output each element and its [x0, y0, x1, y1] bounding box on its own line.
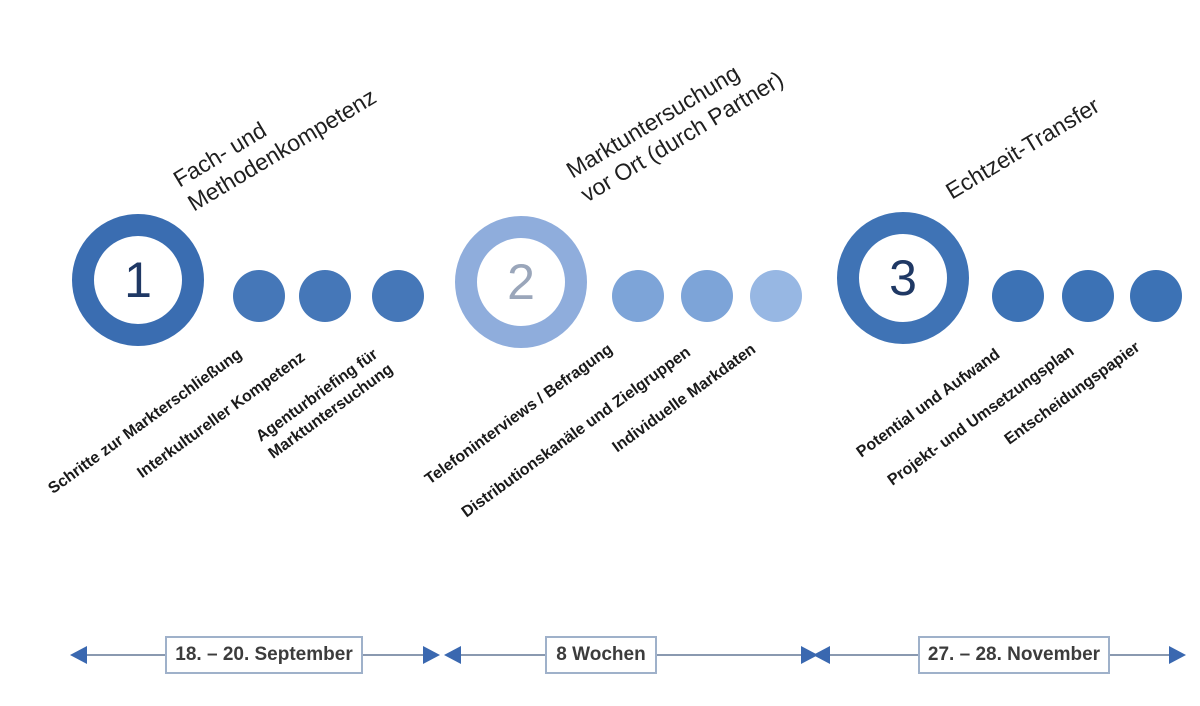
- phase-2-dot: [681, 270, 733, 322]
- phase-1-title: Fach- und Methodenkompetenz: [168, 58, 381, 217]
- phase-2-number: 2: [507, 254, 535, 310]
- timeline-date-box-2: 8 Wochen: [545, 636, 657, 674]
- timeline-segment-2: 8 Wochen: [444, 636, 818, 676]
- phase-1-dot: [233, 270, 285, 322]
- phase-3-number: 3: [889, 250, 917, 306]
- phase-1-deliverable-3: Agenturbriefing für Marktuntersuchung: [252, 343, 397, 464]
- arrowhead-left-icon: [70, 646, 87, 664]
- phase-1-number: 1: [124, 252, 152, 308]
- phase-3-ring: 3: [837, 212, 969, 344]
- timeline-segment-1: 18. – 20. September: [70, 636, 440, 676]
- phase-2-dot: [612, 270, 664, 322]
- phase-2-title: Marktuntersuchung vor Ort (durch Partner…: [561, 41, 788, 208]
- phase-2-ring: 2: [455, 216, 587, 348]
- timeline-segment-3: 27. – 28. November: [813, 636, 1186, 676]
- timeline-date-box-3: 27. – 28. November: [918, 636, 1110, 674]
- phase-1-ring: 1: [72, 214, 204, 346]
- phase-3-dot: [1062, 270, 1114, 322]
- timeline-date-box-1: 18. – 20. September: [165, 636, 363, 674]
- arrowhead-left-icon: [444, 646, 461, 664]
- timeline-date-label: 8 Wochen: [556, 644, 646, 665]
- phase-1-dot: [372, 270, 424, 322]
- phase-3-title: Echtzeit-Transfer: [941, 91, 1105, 205]
- phase-1-dot: [299, 270, 351, 322]
- phase-3-title-line: Echtzeit-Transfer: [941, 92, 1104, 205]
- arrowhead-right-icon: [1169, 646, 1186, 664]
- arrowhead-left-icon: [813, 646, 830, 664]
- phase-3-dot: [992, 270, 1044, 322]
- timeline-date-label: 18. – 20. September: [175, 644, 353, 665]
- arrowhead-right-icon: [423, 646, 440, 664]
- phase-2-dot: [750, 270, 802, 322]
- phase-3-dot: [1130, 270, 1182, 322]
- timeline-date-label: 27. – 28. November: [927, 644, 1101, 665]
